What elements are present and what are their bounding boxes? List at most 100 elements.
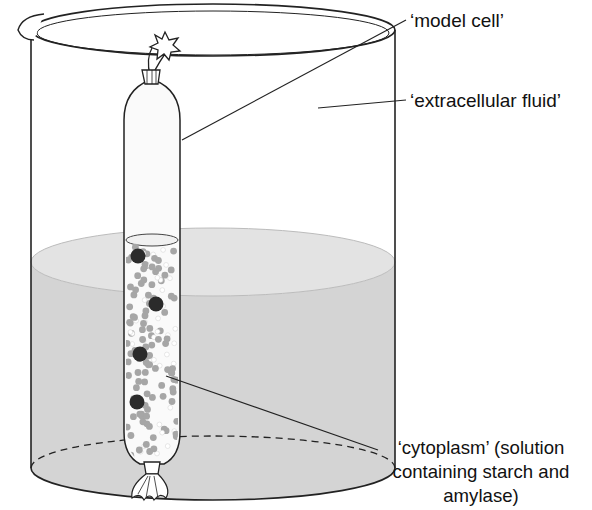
particle xyxy=(139,336,146,343)
particle xyxy=(141,379,148,386)
particle xyxy=(140,277,147,284)
particle xyxy=(135,369,142,376)
particle xyxy=(127,320,134,327)
particle xyxy=(158,382,165,389)
particle xyxy=(135,378,142,385)
liquid-surface xyxy=(31,228,395,296)
particle xyxy=(172,451,179,458)
particle xyxy=(164,366,171,373)
tube-knot xyxy=(144,462,160,474)
particle xyxy=(148,342,155,349)
particle xyxy=(136,411,143,418)
particle xyxy=(130,342,135,347)
particle xyxy=(136,447,143,454)
particle xyxy=(161,309,168,316)
particle xyxy=(126,303,133,310)
particle xyxy=(160,288,165,293)
particle xyxy=(125,372,132,379)
leader-line xyxy=(182,20,406,140)
particle xyxy=(155,275,160,280)
particle xyxy=(140,265,147,272)
particle xyxy=(149,281,156,288)
tube-knot xyxy=(142,70,160,84)
starch-molecules xyxy=(130,249,164,410)
particle xyxy=(125,359,132,366)
particle xyxy=(160,430,165,435)
beaker-base-back xyxy=(31,436,395,468)
label-text: ‘extracellular fluid’ xyxy=(410,88,588,113)
particle xyxy=(168,276,173,281)
particle xyxy=(140,320,147,327)
particle xyxy=(149,394,156,401)
particle xyxy=(140,418,147,425)
particle xyxy=(149,264,156,271)
beaker-rim-inner xyxy=(37,11,389,55)
particle xyxy=(168,267,175,274)
particle xyxy=(155,329,160,334)
particle xyxy=(155,257,162,264)
beaker-wall xyxy=(394,30,396,468)
particle xyxy=(173,418,180,425)
particle xyxy=(128,330,133,335)
particle xyxy=(164,335,171,342)
model-cell-tube xyxy=(124,80,180,464)
particle xyxy=(172,341,177,346)
particle xyxy=(130,413,137,420)
leader-line xyxy=(318,100,406,108)
particle xyxy=(143,413,150,420)
particle xyxy=(143,441,150,448)
particle xyxy=(165,444,170,449)
particle xyxy=(127,432,134,439)
particle xyxy=(131,314,138,321)
particle xyxy=(165,352,170,357)
particle xyxy=(168,405,173,410)
liquid xyxy=(31,262,395,500)
particle xyxy=(156,316,161,321)
particle xyxy=(162,272,169,279)
particle xyxy=(126,319,133,326)
particle xyxy=(169,398,176,405)
particle xyxy=(134,272,141,279)
particle xyxy=(146,325,153,332)
particle xyxy=(155,265,162,272)
particle xyxy=(124,340,131,347)
particle xyxy=(150,434,157,441)
particle xyxy=(170,389,177,396)
particle xyxy=(152,357,157,362)
tube-frill xyxy=(132,474,168,500)
particle xyxy=(133,384,140,391)
particle xyxy=(132,286,139,293)
particle xyxy=(155,336,162,343)
particle xyxy=(173,326,178,331)
particle xyxy=(142,298,147,303)
particle xyxy=(124,424,131,431)
particle xyxy=(168,293,175,300)
beaker-rim xyxy=(31,4,395,56)
beaker-base xyxy=(31,468,395,500)
particle xyxy=(146,361,153,368)
particle xyxy=(142,369,149,376)
beaker-spout xyxy=(18,14,44,40)
particle xyxy=(160,393,167,400)
particle xyxy=(128,456,135,463)
tube-knot-folds xyxy=(147,70,156,84)
particle xyxy=(151,445,158,452)
label-text: ‘cytoplasm’ (solution containing starch … xyxy=(374,436,588,508)
tube-frill-folds xyxy=(138,476,158,498)
particle xyxy=(164,263,169,268)
particle xyxy=(143,308,150,315)
beaker-wall xyxy=(30,30,32,468)
particle xyxy=(161,248,166,253)
particle xyxy=(152,365,159,372)
particle xyxy=(128,330,135,337)
label-text: ‘model cell’ xyxy=(410,8,586,33)
clip xyxy=(150,32,180,60)
particle xyxy=(139,326,146,333)
leader-line xyxy=(166,376,378,450)
particle xyxy=(127,452,134,459)
particle xyxy=(170,248,177,255)
particle xyxy=(173,431,180,438)
particle xyxy=(157,422,162,427)
solution-particles xyxy=(124,244,181,463)
